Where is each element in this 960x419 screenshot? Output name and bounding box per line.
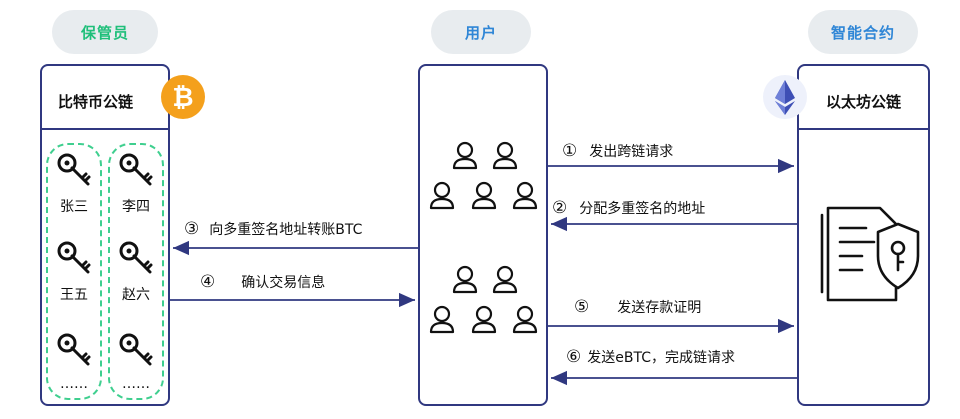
svg-text:₿: ₿: [172, 83, 193, 113]
step-2-text: 分配多重签名的地址: [579, 201, 706, 217]
step-5-number: ⑤: [574, 297, 590, 317]
step-6-text: 发送eBTC，完成链请求: [587, 350, 735, 366]
step-1-label: ① 发出跨链请求: [562, 141, 673, 161]
step-6-label: ⑥ 发送eBTC，完成链请求: [566, 347, 735, 367]
key-holder-4: 赵六: [111, 238, 161, 304]
step-4-label: ④ 确认交易信息: [200, 272, 325, 292]
key-holder-3: 王五: [49, 238, 99, 304]
step-1-number: ①: [562, 141, 578, 161]
step-1-text: 发出跨链请求: [589, 144, 674, 160]
key-holder-1: 张三: [49, 150, 99, 216]
user-box: [418, 64, 548, 406]
custodian-header: 保管员: [52, 10, 158, 54]
step-5-text: 发送存款证明: [617, 300, 702, 316]
step-2-label: ② 分配多重签名的地址: [552, 198, 705, 218]
ethereum-chain-divider: [797, 128, 930, 130]
key-holder-6: ……: [111, 330, 161, 392]
step-4-text: 确认交易信息: [241, 275, 326, 291]
step-3-text: 向多重签名地址转账BTC: [209, 222, 363, 238]
key-icon: [57, 241, 91, 274]
step-3-label: ③ 向多重签名地址转账BTC: [184, 219, 362, 239]
key-holder-5: ……: [49, 330, 99, 392]
user-header: 用户: [431, 10, 531, 54]
key-holder-label: 李四: [122, 199, 150, 215]
ethereum-chain-box: [797, 64, 930, 406]
key-holder-2: 李四: [111, 150, 161, 216]
step-3-number: ③: [184, 219, 200, 239]
step-6-number: ⑥: [566, 347, 582, 367]
key-icon: [57, 333, 91, 366]
key-holder-label: 张三: [60, 199, 88, 215]
key-icon: [119, 241, 153, 274]
key-icon: [119, 153, 153, 186]
key-holder-label: ……: [122, 376, 150, 392]
step-5-label: ⑤ 发送存款证明: [574, 297, 701, 317]
key-holder-label: ……: [60, 376, 88, 392]
key-icon: [119, 333, 153, 366]
key-icon: [57, 153, 91, 186]
step-4-number: ④: [200, 272, 216, 292]
ethereum-chain-title: 以太坊公链: [826, 93, 902, 111]
key-holder-label: 王五: [60, 287, 88, 303]
key-holder-label: 赵六: [122, 287, 150, 303]
bitcoin-chain-divider: [40, 128, 170, 130]
key-group-left: [46, 143, 102, 400]
step-2-number: ②: [552, 198, 568, 218]
contract-header: 智能合约: [808, 10, 918, 54]
key-group-right: [108, 143, 164, 400]
bitcoin-chain-title: 比特币公链: [58, 93, 134, 111]
